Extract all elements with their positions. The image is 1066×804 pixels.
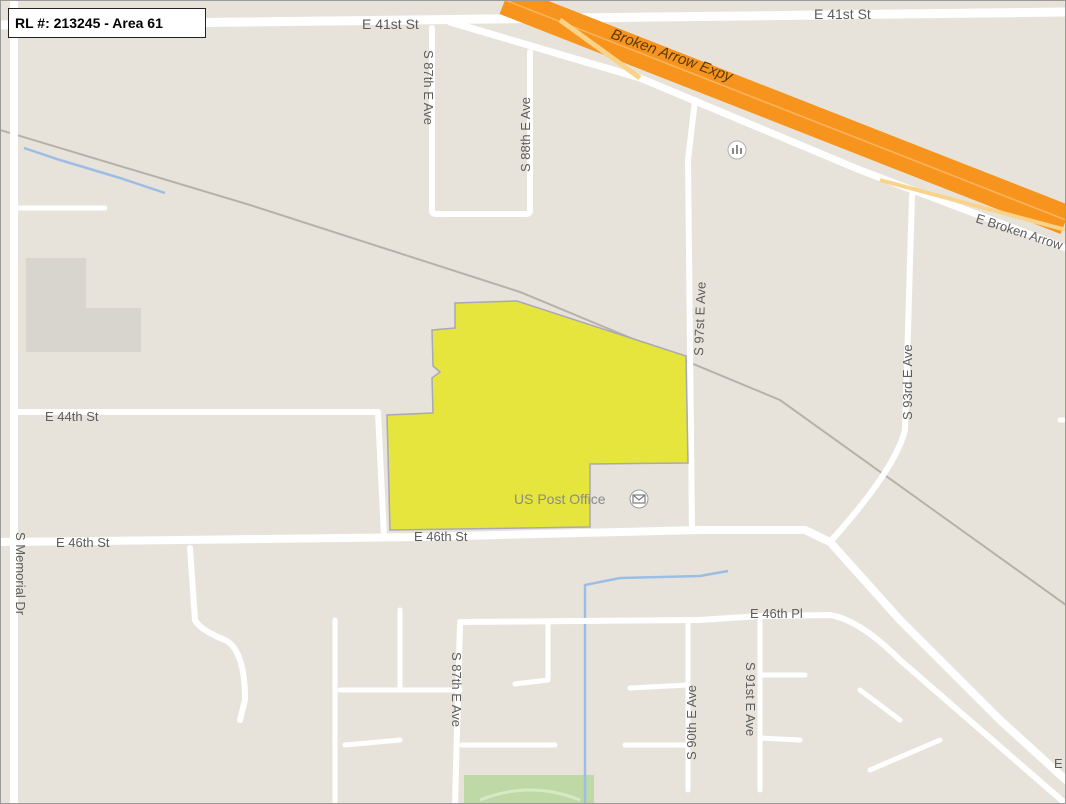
building-block xyxy=(86,308,141,352)
street-label: S 97st E Ave xyxy=(691,281,709,356)
creek xyxy=(23,146,166,195)
expressway-centerline xyxy=(504,0,1066,221)
park-path xyxy=(479,788,581,802)
street-label: S 91st E Ave xyxy=(743,662,758,736)
street-label: S 87th E Ave xyxy=(449,652,464,727)
building-block xyxy=(26,258,86,352)
expressway-ramp xyxy=(558,17,642,81)
street-label: E 46th Pl xyxy=(750,606,803,621)
street-label: E 41st St xyxy=(814,6,871,22)
street-label: E 46th St xyxy=(56,535,110,550)
street-label: E 41st St xyxy=(362,16,419,32)
street-label: E 44th St xyxy=(45,409,99,424)
street-label: S Memorial Dr xyxy=(13,532,28,616)
map-title: RL #: 213245 - Area 61 xyxy=(8,8,206,38)
street-label: E 46th St xyxy=(414,529,468,544)
street-label: S 87th E Ave xyxy=(421,50,436,125)
creek xyxy=(583,569,729,804)
street-label: S 88th E Ave xyxy=(518,97,533,172)
street-label: S 93rd E Ave xyxy=(900,344,915,420)
street-label: E xyxy=(1054,756,1063,771)
expressway-ramp xyxy=(879,178,1066,232)
mail-icon[interactable] xyxy=(629,489,649,509)
museum-icon[interactable] xyxy=(727,140,747,160)
highlighted-parcel[interactable] xyxy=(386,300,689,531)
street-label: S 90th E Ave xyxy=(684,685,699,760)
railway xyxy=(0,129,1066,606)
post-office-label: US Post Office xyxy=(514,491,606,507)
